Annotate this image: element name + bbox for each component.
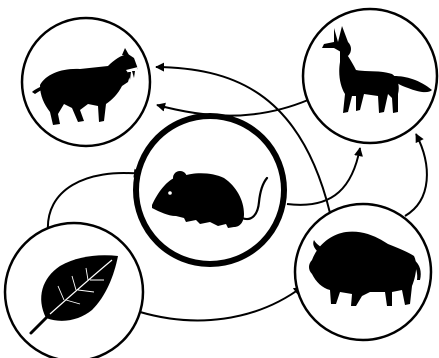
node-leaf — [5, 223, 143, 358]
edge-leaf-to-bison — [140, 287, 302, 320]
edge-mouse-to-coyote — [287, 148, 360, 205]
node-saber-tooth-cat — [22, 18, 150, 146]
edge-bison-to-coyote — [405, 134, 427, 216]
node-coyote — [303, 9, 437, 143]
node-mouse — [136, 116, 284, 264]
edge-coyote-to-saber-tooth-cat — [157, 100, 308, 116]
node-bison — [295, 204, 431, 340]
